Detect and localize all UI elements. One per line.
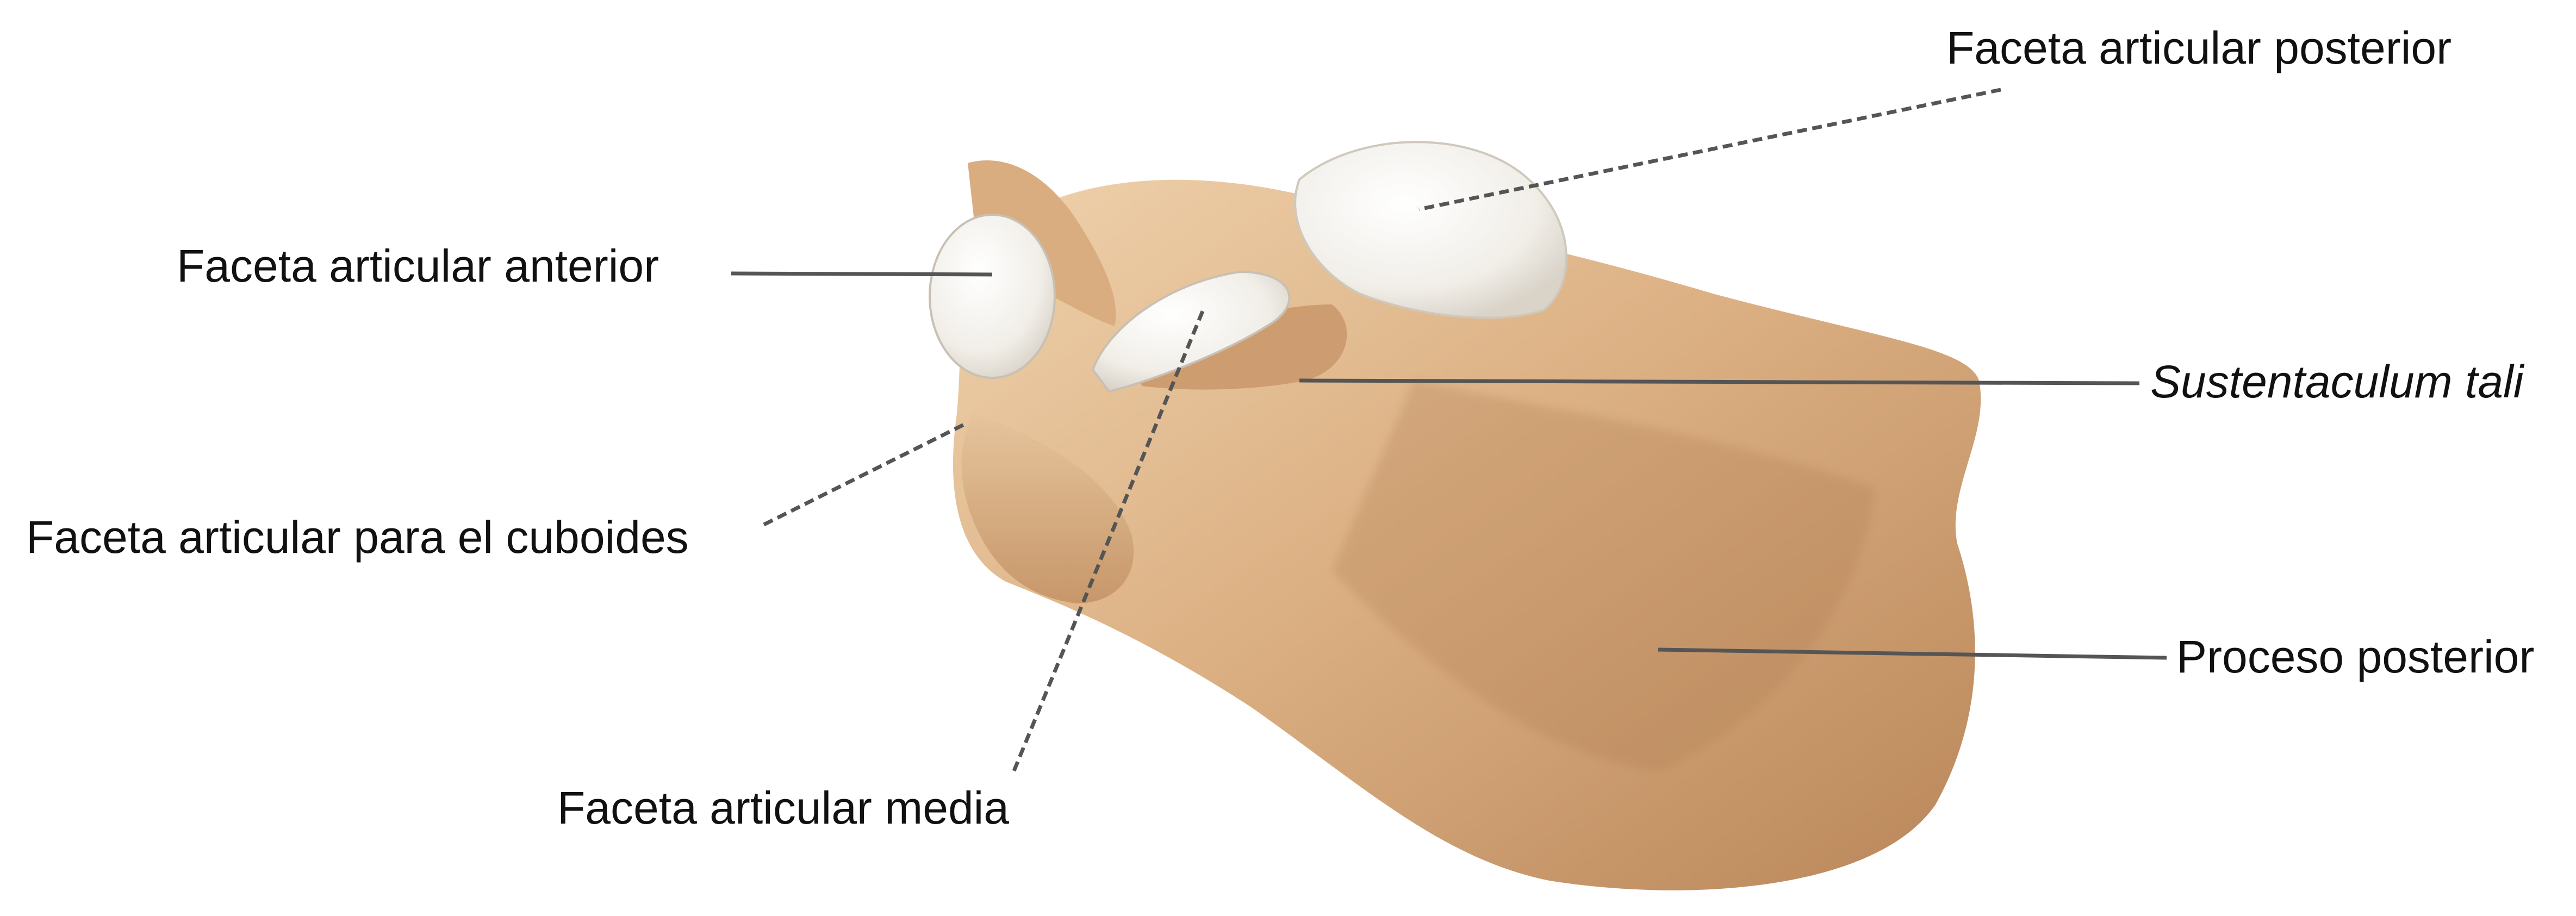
label-middle-facet: Faceta articular media	[557, 785, 1009, 831]
label-sustentaculum-tali: Sustentaculum tali	[2150, 359, 2523, 404]
leader-cuboid-facet	[764, 424, 965, 525]
leader-posterior-facet	[1419, 90, 2001, 209]
leader-sustentaculum	[1299, 381, 2139, 383]
label-posterior-facet: Faceta articular posterior	[1946, 25, 2451, 71]
leader-anterior-facet	[731, 273, 992, 275]
label-anterior-facet: Faceta articular anterior	[177, 243, 659, 289]
anterior-facet-cartilage	[930, 215, 1055, 378]
label-cuboid-facet: Faceta articular para el cuboides	[26, 514, 689, 560]
label-posterior-process: Proceso posterior	[2176, 634, 2534, 680]
